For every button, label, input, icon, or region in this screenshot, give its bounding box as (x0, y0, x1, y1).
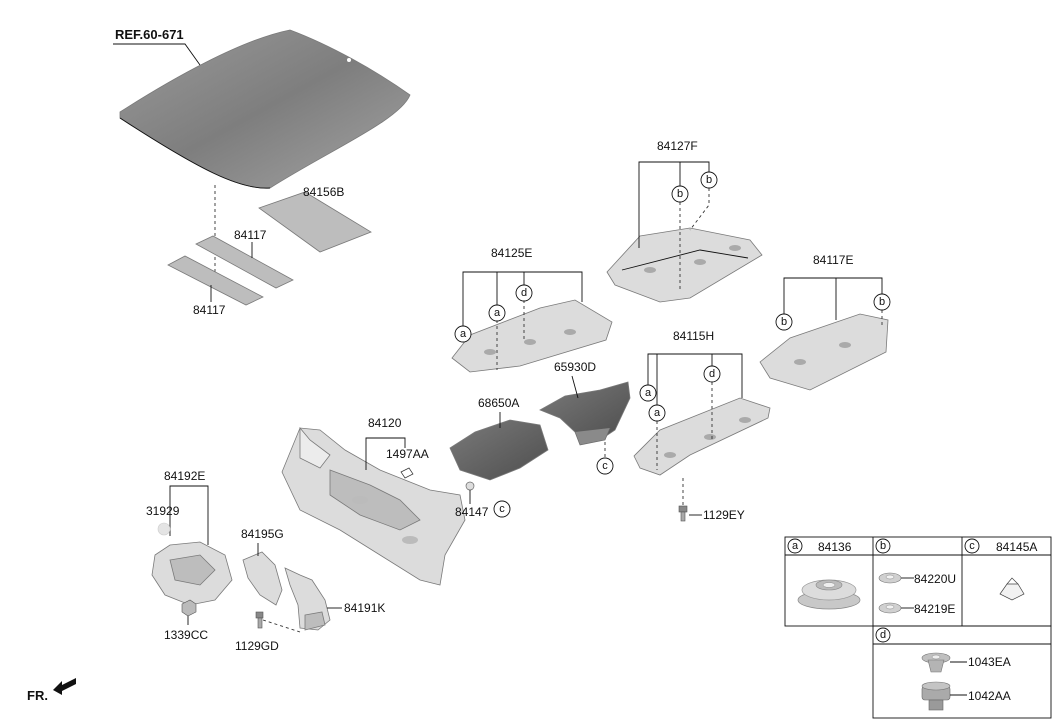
grommet-84147 (465, 481, 475, 491)
svg-text:d: d (880, 629, 886, 641)
callout-a-84125E-2: a (488, 304, 506, 322)
callout-b-84127F-2: b (700, 171, 718, 189)
heat-shield-68650A (449, 419, 549, 481)
label-84125E: 84125E (491, 246, 532, 260)
svg-text:b: b (706, 174, 712, 186)
legend-a-title: 84136 (818, 540, 852, 554)
label-84195G: 84195G (241, 527, 284, 541)
legend-c-title: 84145A (996, 540, 1037, 554)
bracket-84125E (462, 271, 583, 326)
callout-a-84125E-1: a (454, 325, 472, 343)
pad-84191K (284, 567, 331, 631)
panel-84117E (759, 313, 889, 391)
svg-text:c: c (602, 460, 608, 472)
grommet-84136 (797, 579, 861, 610)
label-84115H: 84115H (673, 329, 714, 343)
legend-callout-a: a (787, 538, 803, 554)
svg-text:d: d (709, 368, 715, 380)
svg-text:a: a (494, 307, 501, 319)
label-1497AA: 1497AA (386, 447, 429, 461)
svg-text:c: c (969, 540, 975, 552)
bolt-1129EY (678, 505, 688, 522)
nut-84145A (999, 577, 1025, 601)
bracket-84117E (783, 277, 883, 314)
bracket-84127F (638, 161, 710, 248)
label-84117-upper: 84117 (234, 228, 267, 242)
svg-text:b: b (677, 188, 683, 200)
roof-pad-84117-upper (195, 235, 294, 289)
callout-b-84117E-1: b (775, 313, 793, 331)
label-84192E: 84192E (164, 469, 205, 483)
label-84117-lower: 84117 (193, 303, 226, 317)
label-84156B: 84156B (303, 185, 344, 199)
ref-leader (113, 43, 201, 66)
label-84191K: 84191K (344, 601, 385, 615)
label-84117E: 84117E (813, 253, 853, 267)
roof-pad-84156B (258, 191, 372, 253)
callout-c-84147: c (493, 500, 511, 518)
label-84147: 84147 (455, 505, 489, 519)
label-1129GD: 1129GD (235, 639, 279, 653)
svg-text:a: a (460, 328, 467, 340)
label-84120: 84120 (368, 416, 402, 430)
legend-callout-d: d (875, 627, 891, 643)
bracket-84192E (169, 485, 209, 545)
svg-text:b: b (879, 296, 885, 308)
label-1339CC: 1339CC (164, 628, 208, 642)
callout-b-84117E-2: b (873, 293, 891, 311)
fastener-1042AA (921, 681, 951, 711)
label-1129EY: 1129EY (703, 508, 745, 522)
panel-84115H (633, 397, 771, 476)
fastener-1043EA (921, 652, 951, 673)
dash-panel-84120 (281, 426, 466, 586)
callout-d-84115H: d (703, 365, 721, 383)
clip-84219E (878, 602, 902, 614)
panel-84127F (606, 227, 763, 303)
legend-d-item1: 1043EA (968, 655, 1011, 669)
callout-b-84127F-1: b (671, 185, 689, 203)
callout-a-84115H-1: a (639, 384, 657, 402)
roof-panel (119, 29, 411, 189)
plug-31929 (157, 522, 171, 536)
svg-text:d: d (521, 287, 527, 299)
panel-84125E (451, 299, 613, 373)
nut-1339CC (181, 599, 197, 617)
svg-text:a: a (792, 540, 799, 552)
label-31929: 31929 (146, 504, 180, 518)
legend-b-item1: 84220U (914, 572, 956, 586)
pad-84195G (242, 551, 283, 606)
callout-c-65930D: c (596, 457, 614, 475)
svg-text:c: c (499, 503, 505, 515)
bracket-84115H (647, 353, 743, 398)
label-84127F: 84127F (657, 139, 698, 153)
legend-d-item2: 1042AA (968, 689, 1011, 703)
bolt-1129GD (255, 611, 264, 629)
ref-label: REF.60-671 (115, 27, 184, 42)
heat-shield-65930D (539, 381, 631, 446)
bracket-84120 (365, 437, 406, 470)
roof-pad-84117-lower (167, 255, 264, 306)
label-65930D: 65930D (554, 360, 596, 374)
svg-text:b: b (880, 540, 886, 552)
callout-d-84125E: d (515, 284, 533, 302)
direction-label: FR. (27, 688, 48, 703)
label-plate-1497AA (400, 467, 414, 479)
legend-callout-c: c (964, 538, 980, 554)
legend-table (784, 536, 1052, 719)
svg-text:b: b (781, 316, 787, 328)
clip-84220U (878, 572, 902, 584)
callout-a-84115H-2: a (648, 404, 666, 422)
legend-callout-b: b (875, 538, 891, 554)
svg-text:a: a (645, 387, 652, 399)
front-arrow-icon (53, 678, 76, 695)
svg-text:a: a (654, 407, 661, 419)
label-68650A: 68650A (478, 396, 519, 410)
legend-b-item2: 84219E (914, 602, 955, 616)
pad-84192E (151, 541, 233, 606)
